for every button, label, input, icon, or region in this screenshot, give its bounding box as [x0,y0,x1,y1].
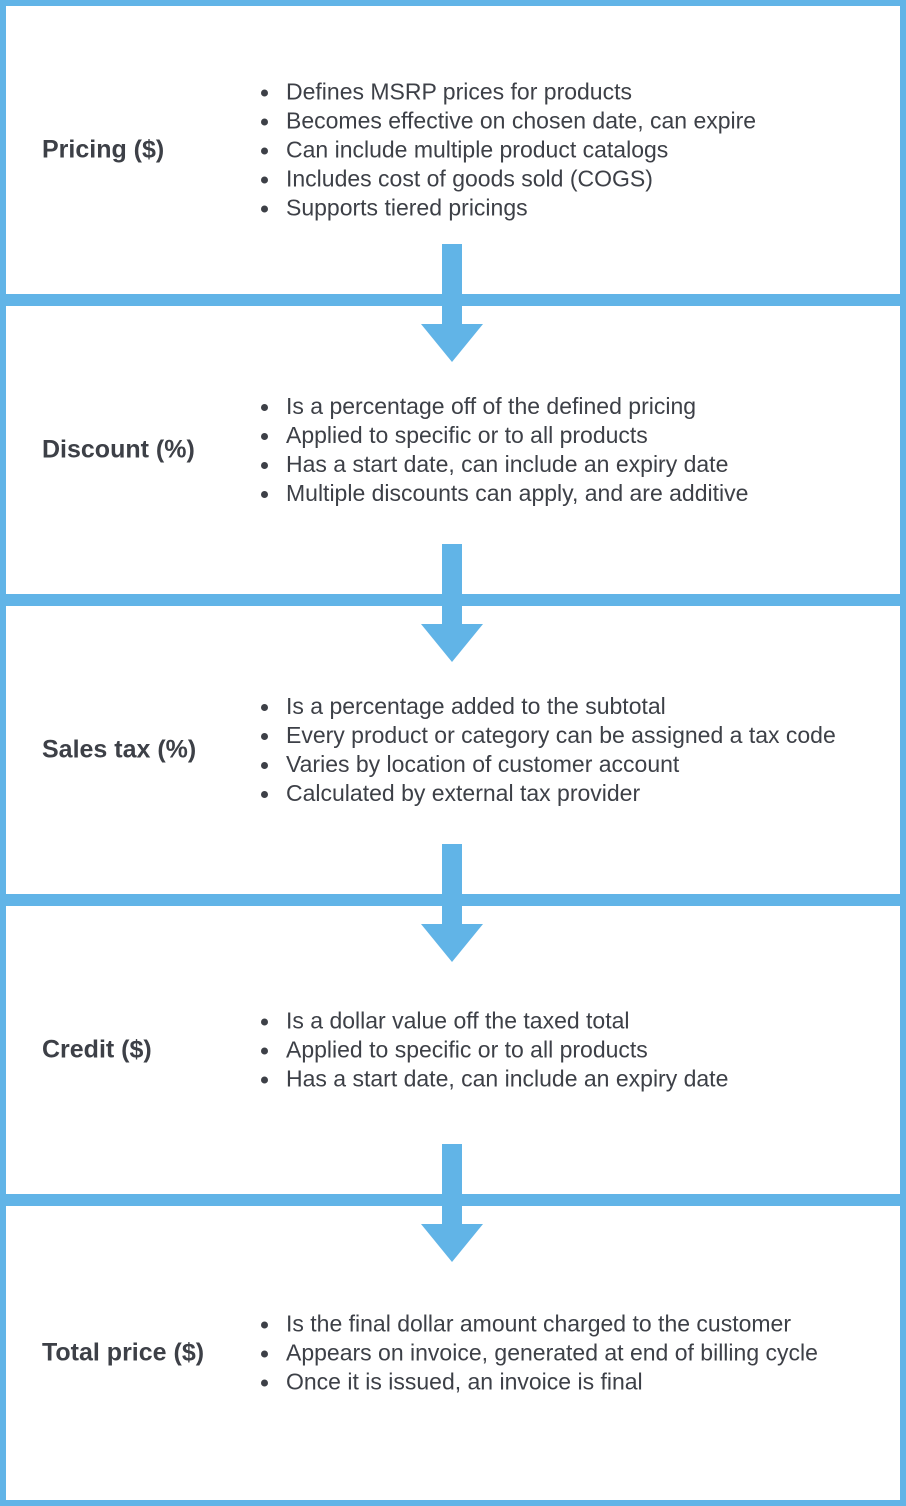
list-item: Has a start date, can include an expiry … [256,450,748,479]
list-item: Defines MSRP prices for products [256,78,756,107]
stage-title: Total price ($) [42,1338,205,1367]
stage-title: Discount (%) [42,435,195,464]
list-item: Applied to specific or to all products [256,421,748,450]
stage-title: Pricing ($) [42,135,165,164]
list-item: Applied to specific or to all products [256,1036,728,1065]
list-item: Appears on invoice, generated at end of … [256,1339,818,1368]
stage-bullet-list: Is a percentage off of the defined prici… [256,392,748,508]
list-item: Varies by location of customer account [256,750,836,779]
arrow-down-icon [421,244,483,362]
list-item: Supports tiered pricings [256,194,756,223]
list-item: Has a start date, can include an expiry … [256,1065,728,1094]
arrow-down-icon [421,1144,483,1262]
stage-title: Credit ($) [42,1035,152,1064]
stage-title: Sales tax (%) [42,735,197,764]
arrow-down-icon [421,544,483,662]
list-item: Is a percentage off of the defined prici… [256,392,748,421]
list-item: Is the final dollar amount charged to th… [256,1310,818,1339]
arrow-down-icon [421,844,483,962]
list-item: Is a dollar value off the taxed total [256,1007,728,1036]
list-item: Can include multiple product catalogs [256,136,756,165]
list-item: Is a percentage added to the subtotal [256,692,836,721]
list-item: Multiple discounts can apply, and are ad… [256,479,748,508]
list-item: Every product or category can be assigne… [256,721,836,750]
list-item: Once it is issued, an invoice is final [256,1368,818,1397]
stage-bullet-list: Is the final dollar amount charged to th… [256,1310,818,1397]
stage-pricing: Pricing ($) Defines MSRP prices for produ… [0,0,906,300]
list-item: Calculated by external tax provider [256,779,836,808]
list-item: Includes cost of goods sold (COGS) [256,165,756,194]
list-item: Becomes effective on chosen date, can ex… [256,107,756,136]
